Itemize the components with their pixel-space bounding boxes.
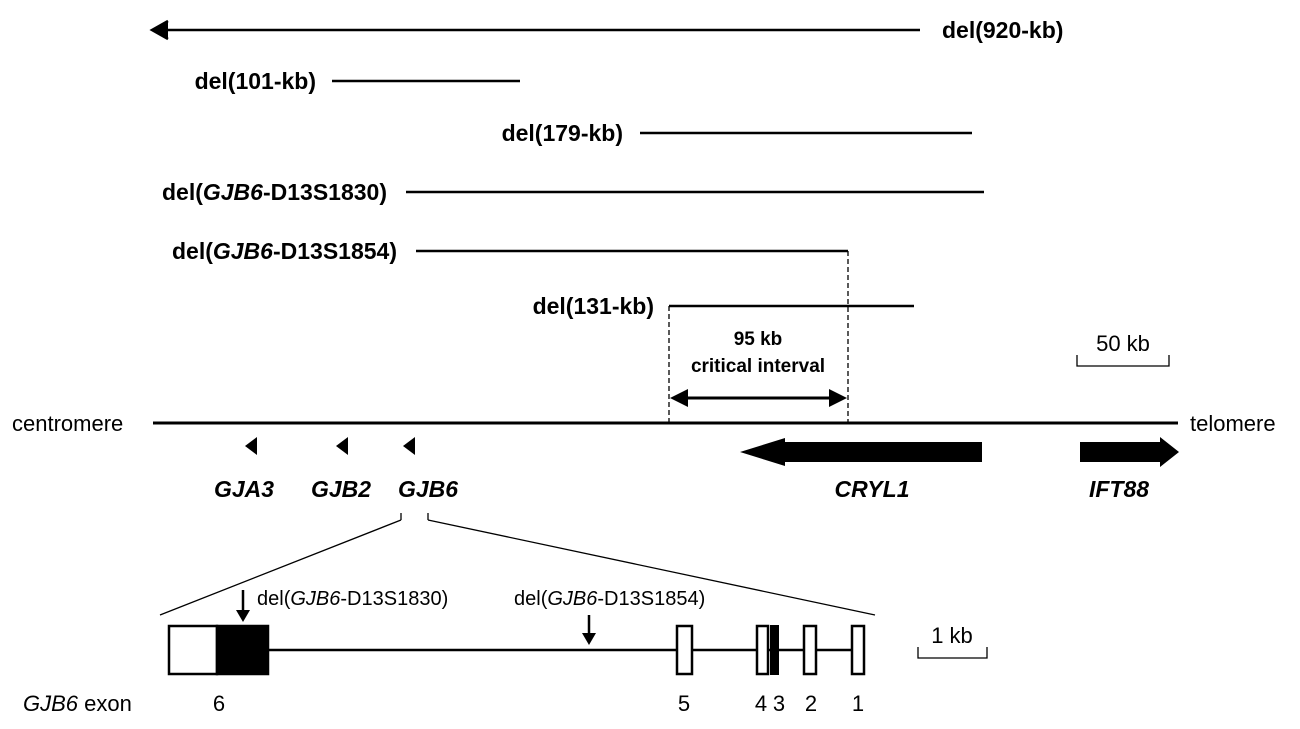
- critical-interval-size: 95 kb: [734, 329, 783, 350]
- gene-label-cryl1: CRYL1: [835, 476, 910, 502]
- scale-bar-1kb: 1 kb: [917, 623, 988, 659]
- exon-label-3: 3: [773, 691, 785, 716]
- breakpoint-1830-label: del(GJB6-D13S1830): [257, 588, 448, 610]
- deletion-920kb-label: del(920-kb): [942, 17, 1063, 43]
- scale-bar-50kb: 50 kb: [1076, 331, 1170, 367]
- gjb6-marker: [403, 437, 415, 455]
- exon-row-label: GJB6 exon: [23, 691, 132, 716]
- zoom-line-right: [427, 519, 876, 616]
- deletion-gjb6-d13s1854-label: del(GJB6-D13S1854): [172, 238, 397, 264]
- centromere-label: centromere: [12, 411, 123, 436]
- gene-label-ift88: IFT88: [1089, 476, 1149, 502]
- scale-bar-1kb-bracket: [917, 647, 988, 659]
- exon1-box: [850, 624, 866, 676]
- gene-markers: [245, 437, 1179, 467]
- scale-bar-1kb-label: 1 kb: [931, 623, 973, 648]
- gene-labels: GJA3 GJB2 GJB6 CRYL1 IFT88: [214, 476, 1149, 502]
- exon-label-2: 2: [805, 691, 817, 716]
- deletion-101kb-label: del(101-kb): [195, 68, 316, 94]
- exon2-box: [802, 624, 818, 676]
- gene-label-gjb6: GJB6: [398, 476, 458, 502]
- gjb2-marker: [336, 437, 348, 455]
- exon6-coding-box: [215, 624, 270, 676]
- exon4-box: [755, 624, 770, 676]
- telomere-label: telomere: [1190, 411, 1276, 436]
- critical-interval: 95 kb critical interval: [668, 251, 849, 423]
- scale-bar-50kb-label: 50 kb: [1096, 331, 1150, 356]
- exon-label-6: 6: [213, 691, 225, 716]
- gjb6-gene-structure: [167, 624, 866, 676]
- breakpoint-1854-arrowhead: [582, 633, 596, 645]
- deletion-920kb-arrow-outline: [149, 19, 169, 41]
- deletion-131kb: del(131-kb): [533, 293, 914, 319]
- exon-label-4: 4: [755, 691, 767, 716]
- gene-label-gja3: GJA3: [214, 476, 274, 502]
- chromosome: centromere telomere: [12, 411, 1276, 436]
- exon3-box: [770, 625, 779, 675]
- zoom-line-left: [159, 519, 402, 616]
- deletion-920kb-arrowhead: [150, 21, 168, 39]
- scale-bar-50kb-bracket: [1076, 355, 1170, 367]
- gja3-marker: [245, 437, 257, 455]
- deletion-920kb: del(920-kb): [149, 17, 1063, 43]
- critical-interval-arrowhead-right: [829, 389, 847, 407]
- gene-label-gjb2: GJB2: [311, 476, 371, 502]
- zoom-connector: [159, 513, 876, 616]
- deletion-179kb-label: del(179-kb): [502, 120, 623, 146]
- cryl1-arrow: [740, 438, 982, 466]
- breakpoint-1854-label: del(GJB6-D13S1854): [514, 588, 705, 610]
- deletion-101kb: del(101-kb): [195, 68, 520, 94]
- critical-interval-caption: critical interval: [691, 356, 825, 377]
- ift88-arrow: [1080, 437, 1179, 467]
- breakpoint-1854: del(GJB6-D13S1854): [514, 588, 705, 645]
- deletion-gjb6-d13s1830-label: del(GJB6-D13S1830): [162, 179, 387, 205]
- deletion-179kb: del(179-kb): [502, 120, 972, 146]
- exon6-utr-box: [167, 624, 219, 676]
- deletion-131kb-label: del(131-kb): [533, 293, 654, 319]
- exon-labels: GJB6 exon 6 5 4 3 2 1: [23, 691, 864, 716]
- exon-label-1: 1: [852, 691, 864, 716]
- deletion-gjb6-d13s1830: del(GJB6-D13S1830): [162, 179, 984, 205]
- deletion-gjb6-d13s1854: del(GJB6-D13S1854): [172, 238, 848, 264]
- exon5-box: [675, 624, 694, 676]
- critical-interval-arrowhead-left: [670, 389, 688, 407]
- exon-label-5: 5: [678, 691, 690, 716]
- breakpoint-1830: del(GJB6-D13S1830): [236, 588, 448, 622]
- breakpoint-1830-arrowhead: [236, 610, 250, 622]
